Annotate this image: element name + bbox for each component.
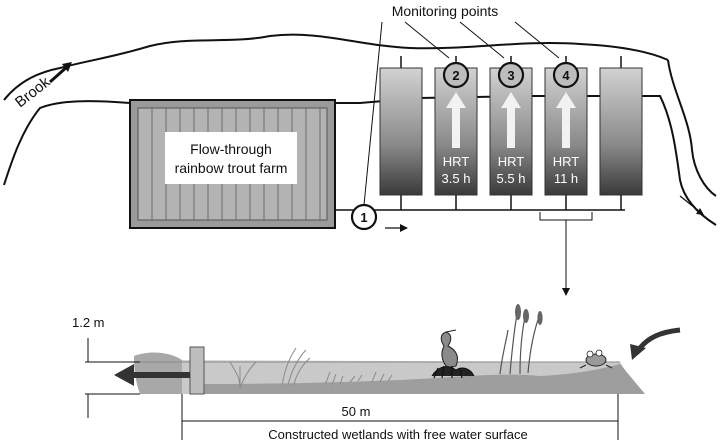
up-arrow-icon [446,92,466,148]
wetland-caption: Constructed wetlands with free water sur… [268,427,527,442]
up-arrow-icon [556,92,576,148]
cross-section: 1.2 m 50 m Constructed wetlands with fre… [72,304,681,442]
outflow-arrow [679,195,701,213]
hrt-label-4: HRT [553,154,580,169]
basin-1 [379,67,423,196]
section-bracket [539,212,593,290]
monitoring-points-title: Monitoring points [392,3,499,19]
weir-post [189,346,205,395]
hrt-value-4: 11 h [554,171,578,186]
hrt-label-3: HRT [498,154,525,169]
farm-label-line2: rainbow trout farm [175,160,288,176]
monitoring-point-1: 1 [350,203,378,231]
svg-text:4: 4 [562,68,570,83]
sediment-layer [200,364,645,394]
leader-lines [363,21,560,206]
frog-icon [579,349,613,369]
wetland-basins [379,67,643,196]
monitoring-point-4: 4 [552,61,580,89]
trout-farm: Flow-through rainbow trout farm [129,99,336,229]
length-dimension [181,394,619,440]
hrt-label-2: HRT [443,154,470,169]
monitoring-point-2: 2 [442,61,470,89]
basin-5 [599,67,643,196]
farm-label-line1: Flow-through [190,141,272,157]
brook-flow-arrow [49,64,69,84]
basin-flow-arrows [446,92,576,148]
down-arrow-icon [562,288,570,296]
vegetation [229,347,393,389]
svg-text:1: 1 [360,210,367,225]
heron-icon [431,329,475,379]
hrt-value-3: 5.5 h [497,171,526,186]
up-arrow-icon [501,92,521,148]
brook-right-bank [667,59,717,197]
depth-label: 1.2 m [72,315,105,330]
depth-dimension [85,338,140,418]
hrt-value-2: 3.5 h [442,171,471,186]
length-label: 50 m [342,404,371,419]
monitoring-point-3: 3 [497,61,525,89]
svg-text:3: 3 [507,68,514,83]
svg-text:2: 2 [452,68,459,83]
inflow-arrow [638,327,681,350]
brook-lower-bank [3,95,717,226]
